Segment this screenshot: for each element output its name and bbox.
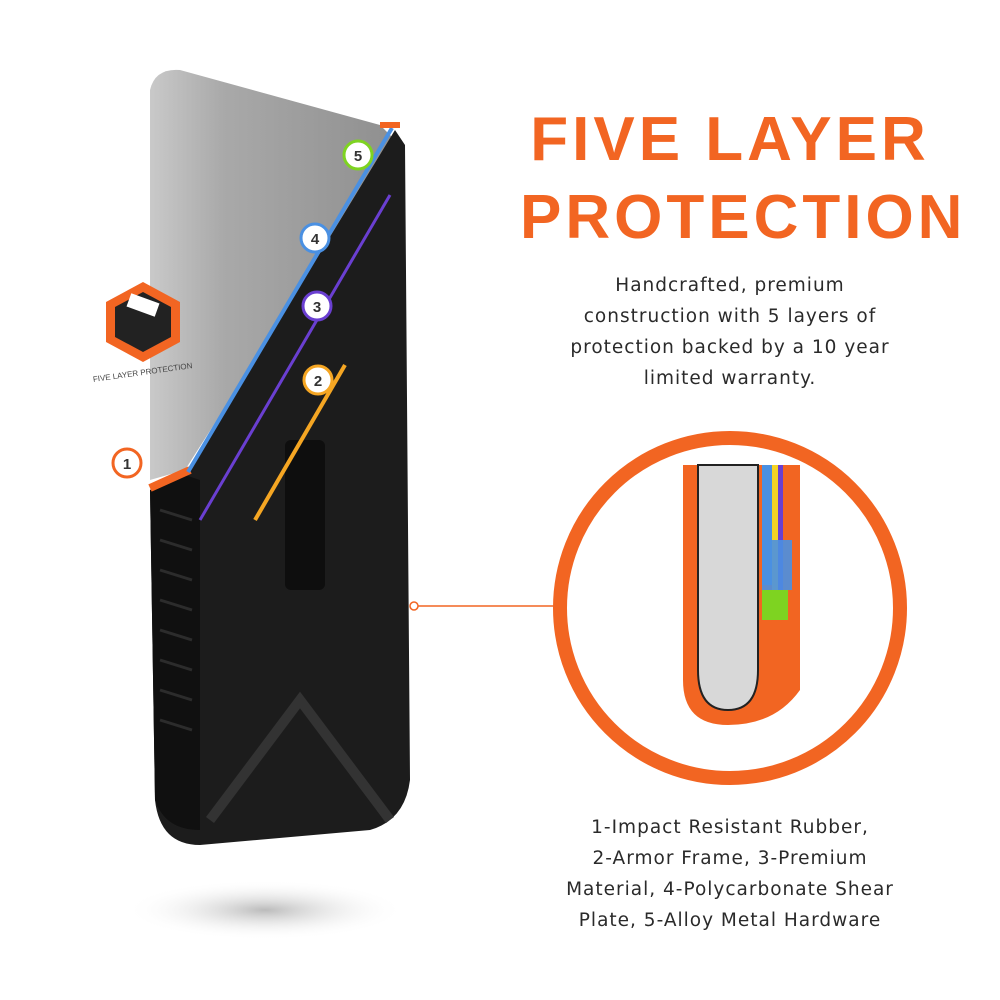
description-line: limited warranty.	[643, 368, 817, 389]
rubber-side	[150, 475, 200, 830]
svg-text:3: 3	[313, 299, 321, 316]
layer-1-line	[148, 466, 192, 492]
layers-line: Plate, 5-Alloy Metal Hardware	[578, 910, 882, 931]
layers-line: 1-Impact Resistant Rubber,	[591, 817, 869, 838]
layer-3-line	[198, 194, 392, 521]
headline-line-2: PROTECTION	[520, 183, 967, 252]
phone-case	[150, 130, 410, 845]
armor-frame	[206, 691, 394, 823]
layer-4-line	[186, 126, 394, 474]
marker-1: 1	[111, 447, 143, 479]
marker-2: 2	[302, 364, 334, 396]
five-layer-badge-logo: FIVE LAYER PROTECTION	[92, 282, 193, 384]
layer-2-line	[253, 363, 347, 522]
layers-list: 1-Impact Resistant Rubber, 2-Armor Frame…	[520, 812, 940, 936]
description-line: protection backed by a 10 year	[570, 337, 890, 358]
description-line: Handcrafted, premium	[615, 275, 845, 296]
case-logo-plate	[285, 440, 325, 590]
drop-shadow	[125, 880, 405, 940]
side-grips	[159, 508, 193, 732]
description: Handcrafted, premium construction with 5…	[530, 270, 930, 394]
svg-text:4: 4	[311, 231, 320, 248]
description-line: construction with 5 layers of	[583, 306, 877, 327]
svg-text:2: 2	[314, 373, 322, 390]
marker-5: 5	[342, 139, 374, 171]
marker-4: 4	[299, 222, 331, 254]
headline-line-1: FIVE LAYER	[530, 105, 930, 174]
phone-device	[150, 69, 395, 481]
svg-text:1: 1	[123, 456, 131, 473]
marker-3: 3	[301, 290, 333, 322]
layers-line: Material, 4-Polycarbonate Shear	[566, 879, 894, 900]
cross-section-detail	[553, 431, 907, 785]
svg-text:5: 5	[354, 148, 362, 165]
layers-line: 2-Armor Frame, 3-Premium	[592, 848, 868, 869]
